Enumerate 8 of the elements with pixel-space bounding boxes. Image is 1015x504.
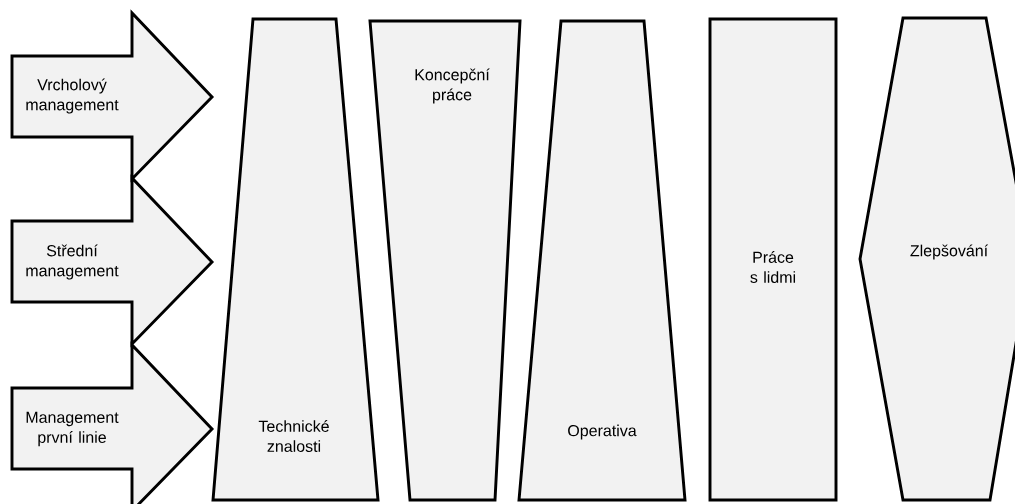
trapezoid-column: Koncepční práce	[368, 19, 522, 502]
arrow-box: Management první linie	[10, 341, 215, 504]
hexagon-column: Zlepšování	[858, 16, 1015, 502]
column-box: Práce s lidmi	[708, 17, 838, 502]
trapezoid-column: Technické znalosti	[211, 17, 380, 502]
arrow-box: Střední management	[10, 174, 215, 348]
trapezoid-column: Operativa	[517, 19, 687, 502]
arrow-box: Vrcholový management	[10, 9, 215, 183]
